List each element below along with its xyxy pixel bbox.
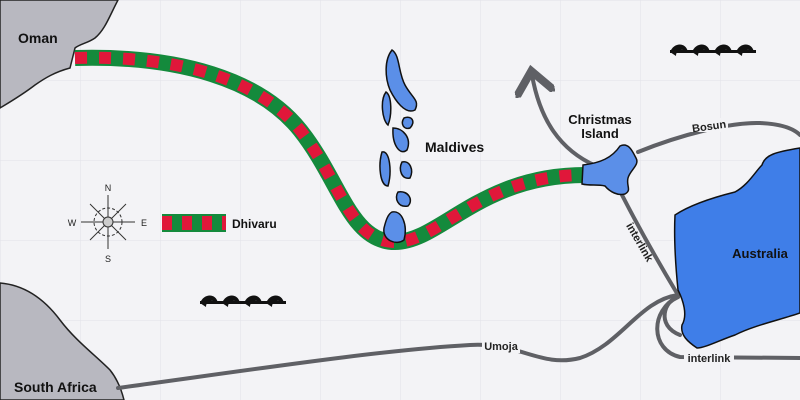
interlink-label-bottom: interlink: [688, 353, 732, 365]
oman-landmass: [0, 0, 119, 109]
compass-s: S: [105, 254, 111, 264]
interlink-loop[interactable]: [662, 295, 682, 337]
ocean-waves-icon: [200, 295, 286, 307]
legend-dhivaru-swatch: [162, 214, 226, 232]
maldives-label: Maldives: [425, 139, 484, 155]
dhivaru-cable-pattern: [74, 51, 586, 249]
bosun-label: Bosun: [691, 119, 727, 136]
compass-n: N: [105, 183, 112, 193]
ocean-waves-icon: [670, 44, 756, 56]
north-branch-cable[interactable]: [532, 75, 598, 168]
umoja-label: Umoja: [484, 341, 519, 353]
compass-e: E: [141, 218, 147, 228]
legend-dhivaru-label: Dhivaru: [232, 217, 277, 231]
compass-rose-icon: [81, 195, 135, 249]
christmas-island-label-2: Island: [581, 126, 619, 141]
christmas-island-label-1: Christmas: [568, 112, 632, 127]
australia-landmass: [673, 147, 800, 349]
interlink-cable-christmas-australia[interactable]: [620, 193, 680, 297]
maldives-islands: [379, 49, 418, 244]
south-africa-landmass: [0, 282, 125, 400]
compass-w: W: [68, 218, 77, 228]
south-africa-label: South Africa: [14, 379, 97, 395]
oman-label: Oman: [18, 30, 58, 46]
australia-label: Australia: [732, 246, 788, 261]
bosun-cable[interactable]: [636, 120, 800, 154]
christmas-island: [581, 144, 638, 196]
